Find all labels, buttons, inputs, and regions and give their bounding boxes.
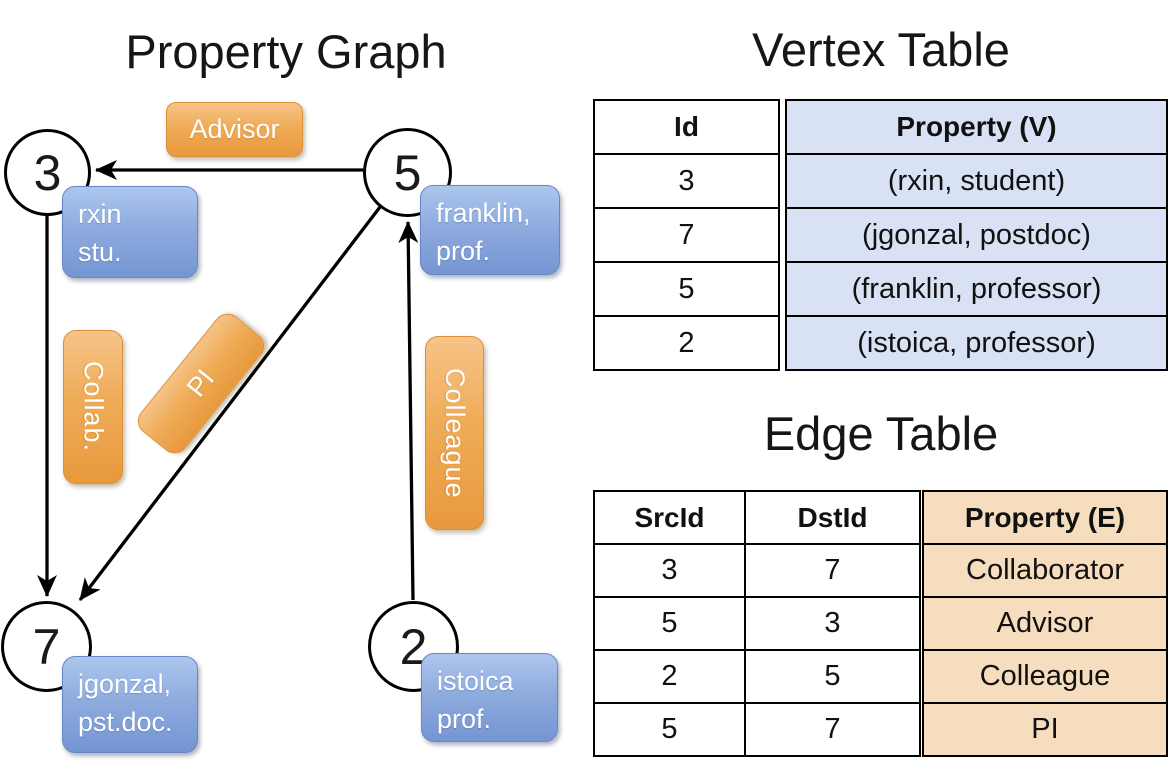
- table-row: Property (V): [785, 99, 1168, 155]
- table-row: Id: [593, 99, 780, 155]
- edge-dst-cell: 5: [744, 649, 921, 704]
- node-3-id: 3: [33, 144, 62, 201]
- table-row: 5 7: [593, 702, 921, 757]
- table-row: 2 5: [593, 649, 921, 704]
- edge-2-to-5-line: [398, 221, 419, 601]
- vertex-property-cell: (franklin, professor): [785, 261, 1168, 317]
- edge-src-cell: 2: [593, 649, 746, 704]
- edge-dst-cell: 3: [744, 596, 921, 651]
- edge-label-advisor: Advisor: [166, 102, 303, 157]
- edge-srcdst-table: SrcId DstId 3 7 5 3 2 5 5 7: [593, 490, 921, 757]
- edge-property-cell: Colleague: [922, 649, 1168, 704]
- vertex-prop-line: prof.: [436, 236, 491, 267]
- table-row: Colleague: [922, 649, 1168, 704]
- table-row: 5: [593, 261, 780, 317]
- edge-src-cell: 5: [593, 596, 746, 651]
- table-row: Advisor: [922, 596, 1168, 651]
- table-row: 2: [593, 315, 780, 371]
- edge-dst-cell: 7: [744, 543, 921, 598]
- vertex-property-cell: (istoica, professor): [785, 315, 1168, 371]
- edge-label-collab: Collab.: [63, 330, 123, 484]
- vertex-prop-line: rxin: [78, 199, 122, 229]
- table-row: SrcId DstId: [593, 490, 921, 545]
- vertex-prop-box-jgonzal: jgonzal, pst.doc.: [62, 656, 198, 753]
- edge-property-cell: Collaborator: [922, 543, 1168, 598]
- edge-label-colleague: Colleague: [425, 336, 484, 530]
- dstid-header: DstId: [744, 490, 921, 545]
- vertex-prop-line: prof.: [437, 704, 492, 735]
- vertex-property-cell: (rxin, student): [785, 153, 1168, 209]
- vertex-prop-line: franklin,: [436, 198, 531, 228]
- edge-label-colleague-text: Colleague: [440, 367, 470, 499]
- table-row: 7: [593, 207, 780, 263]
- vertex-property-cell: (jgonzal, postdoc): [785, 207, 1168, 263]
- vertex-prop-line: stu.: [78, 237, 122, 268]
- edge-label-pi-text: PI: [180, 363, 221, 403]
- node-3-circle: 3: [4, 129, 91, 216]
- node-5-id: 5: [393, 144, 422, 201]
- edge-dst-cell: 7: [744, 702, 921, 757]
- vertex-id-cell: 2: [593, 315, 780, 371]
- vertex-id-header: Id: [593, 99, 780, 155]
- vertex-table-title: Vertex Table: [752, 23, 1010, 76]
- table-row: PI: [922, 702, 1168, 757]
- table-row: (rxin, student): [785, 153, 1168, 209]
- table-row: 3: [593, 153, 780, 209]
- edge-property-table: Property (E) Collaborator Advisor Collea…: [922, 490, 1168, 757]
- vertex-id-cell: 3: [593, 153, 780, 209]
- edge-property-header: Property (E): [922, 490, 1168, 545]
- edge-label-pi: PI: [132, 308, 270, 459]
- table-row: (jgonzal, postdoc): [785, 207, 1168, 263]
- vertex-id-cell: 5: [593, 261, 780, 317]
- table-row: (franklin, professor): [785, 261, 1168, 317]
- vertex-property-header: Property (V): [785, 99, 1168, 155]
- edge-label-advisor-text: Advisor: [189, 114, 280, 144]
- vertex-prop-box-istoica: istoica prof.: [421, 653, 558, 742]
- edge-property-cell: Advisor: [922, 596, 1168, 651]
- vertex-prop-line: istoica: [437, 666, 514, 696]
- vertex-property-table: Property (V) (rxin, student) (jgonzal, p…: [785, 99, 1168, 371]
- vertex-id-table: Id 3 7 5 2: [593, 99, 780, 371]
- vertex-prop-box-franklin: franklin, prof.: [420, 185, 560, 275]
- edge-src-cell: 3: [593, 543, 746, 598]
- table-row: Property (E): [922, 490, 1168, 545]
- node-7-id: 7: [32, 618, 61, 675]
- vertex-prop-box-rxin: rxin stu.: [62, 186, 198, 278]
- table-row: 5 3: [593, 596, 921, 651]
- table-row: Collaborator: [922, 543, 1168, 598]
- vertex-prop-line: jgonzal,: [78, 669, 172, 699]
- edge-property-cell: PI: [922, 702, 1168, 757]
- table-row: (istoica, professor): [785, 315, 1168, 371]
- property-graph-title: Property Graph: [125, 25, 447, 78]
- edge-label-collab-text: Collab.: [78, 361, 109, 453]
- srcid-header: SrcId: [593, 490, 746, 545]
- table-row: 3 7: [593, 543, 921, 598]
- edge-src-cell: 5: [593, 702, 746, 757]
- vertex-id-cell: 7: [593, 207, 780, 263]
- edge-table-title: Edge Table: [763, 407, 999, 460]
- vertex-prop-line: pst.doc.: [78, 707, 173, 738]
